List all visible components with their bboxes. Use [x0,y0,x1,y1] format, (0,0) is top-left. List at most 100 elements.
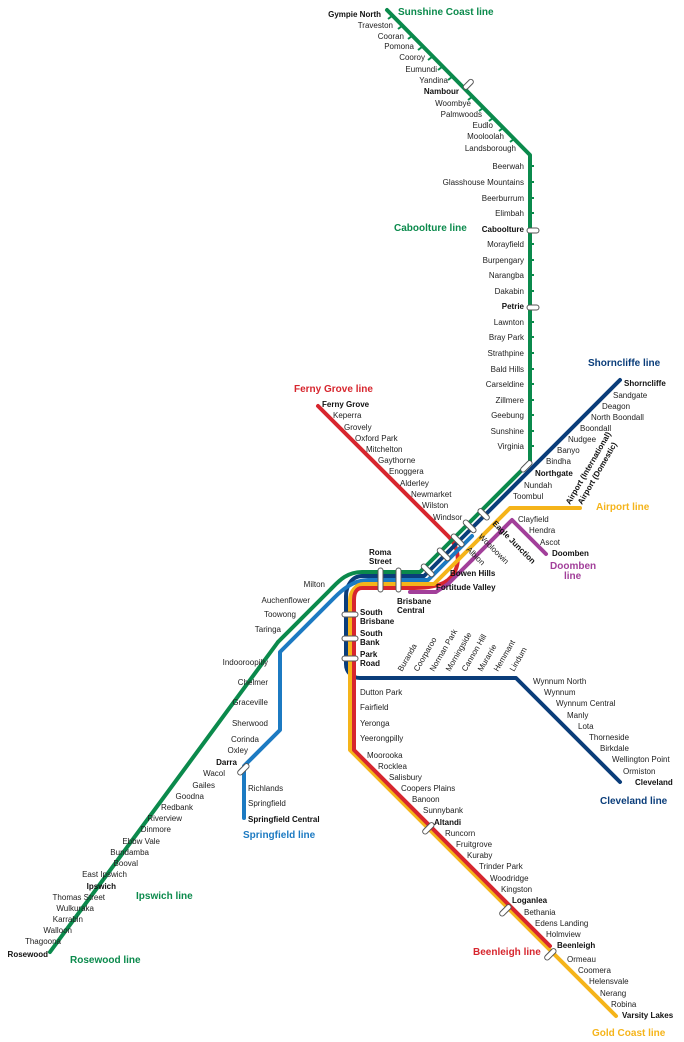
station-wellington-point: Wellington Point [612,755,670,764]
station-traveston: Traveston [358,21,393,30]
station-darra: Darra [216,758,237,767]
station-birkdale: Birkdale [600,744,629,753]
station-coopers-plains: Coopers Plains [401,784,455,793]
station-woombye: Woombye [435,99,471,108]
station-sunnybank: Sunnybank [423,806,464,815]
station-chelmer: Chelmer [238,678,269,687]
station-helensvale: Helensvale [589,977,629,986]
station-dinmore: Dinmore [141,825,172,834]
station-graceville: Graceville [232,698,268,707]
station-coomera: Coomera [578,966,611,975]
inner-darkblue [344,530,622,784]
station-strathpine: Strathpine [488,349,525,358]
station-park-road: Park [360,650,378,659]
station-banyo: Banyo [557,446,580,455]
line-label-doomben: Doomben [550,561,596,572]
ferny-grove-track [316,404,460,590]
station-geebung: Geebung [491,411,524,420]
station-ferny-grove: Ferny Grove [322,400,370,409]
station-toombul: Toombul [513,492,543,501]
interchanges [237,78,557,961]
station-springfield: Springfield [248,799,286,808]
station-sherwood: Sherwood [232,719,268,728]
station-woodridge: Woodridge [490,874,529,883]
station-nundah: Nundah [524,481,552,490]
station-park-road-2: Road [360,659,380,668]
station-grovely: Grovely [344,423,372,432]
station-eudlo: Eudlo [473,121,494,130]
station-elimbah: Elimbah [495,209,524,218]
station-brisbane-central: Brisbane [397,597,432,606]
station-riverview: Riverview [147,814,182,823]
airport-track [468,506,582,550]
station-ormeau: Ormeau [567,955,596,964]
station-wynnum-central: Wynnum Central [556,699,616,708]
station-richlands: Richlands [248,784,283,793]
station-rocklea: Rocklea [378,762,407,771]
station-ascot: Ascot [540,538,561,547]
station-milton: Milton [304,580,325,589]
station-moorooka: Moorooka [367,751,403,760]
station-yandina: Yandina [419,76,448,85]
station-redbank: Redbank [161,803,194,812]
inner-purple [408,558,474,594]
station-bindha: Bindha [546,457,571,466]
station-brisbane-central-2: Central [397,606,425,615]
station-springfield-central: Springfield Central [248,815,320,824]
station-thorneside: Thorneside [589,733,630,742]
station-mooloolah: Mooloolah [467,132,504,141]
station-nambour: Nambour [424,87,459,96]
station-zillmere: Zillmere [496,396,525,405]
station-edens-landing: Edens Landing [535,919,588,928]
station-palmwoods: Palmwoods [441,110,482,119]
station-narangba: Narangba [489,271,525,280]
station-kingston: Kingston [501,885,532,894]
station-north-boondall: North Boondall [591,413,644,422]
station-bethania: Bethania [524,908,556,917]
station-beerwah: Beerwah [492,162,524,171]
station-ebbw-vale: Ebbw Vale [122,837,160,846]
station-south-bank: South [360,629,383,638]
station-taringa: Taringa [255,625,282,634]
station-windsor: Windsor [433,513,463,522]
station-roma-street-2: Street [369,557,392,566]
station-yeronga: Yeronga [360,719,390,728]
station-ipswich: Ipswich [87,882,116,891]
line-label-doomben-2: line [564,571,582,582]
station-banoon: Banoon [412,795,440,804]
station-keperra: Keperra [333,411,362,420]
station-south-bank-2: Bank [360,638,380,647]
station-goodna: Goodna [176,792,205,801]
station-indooroopilly: Indooroopilly [223,658,268,667]
station-holmview: Holmview [546,930,581,939]
station-thomas-street: Thomas Street [53,893,106,902]
station-yeerongpilly: Yeerongpilly [360,734,403,743]
line-label-sunshine-coast: Sunshine Coast line [398,7,494,18]
station-ormiston: Ormiston [623,767,655,776]
station-lota: Lota [578,722,594,731]
station-shorncliffe: Shorncliffe [624,379,666,388]
station-loganlea: Loganlea [512,896,548,905]
shorncliffe-track [466,378,622,534]
station-gailes: Gailes [192,781,215,790]
station-newmarket: Newmarket [411,490,452,499]
station-bundamba: Bundamba [110,848,149,857]
station-wynnum: Wynnum [544,688,576,697]
station-walloon: Walloon [43,926,72,935]
station-pomona: Pomona [384,42,414,51]
station-beenleigh: Beenleigh [557,941,595,950]
line-label-springfield: Springfield line [243,830,316,841]
station-cleveland: Cleveland [635,778,673,787]
doomben-track [470,518,548,562]
station-trinder-park: Trinder Park [479,862,524,871]
line-label-ipswich: Ipswich line [136,891,193,902]
line-label-beenleigh: Beenleigh line [473,947,541,958]
station-cooroy: Cooroy [399,53,425,62]
line-label-rosewood: Rosewood line [70,955,141,966]
inner-red [352,586,552,948]
station-bald-hills: Bald Hills [491,365,524,374]
station-gaythorne: Gaythorne [378,456,416,465]
station-runcorn: Runcorn [445,829,475,838]
